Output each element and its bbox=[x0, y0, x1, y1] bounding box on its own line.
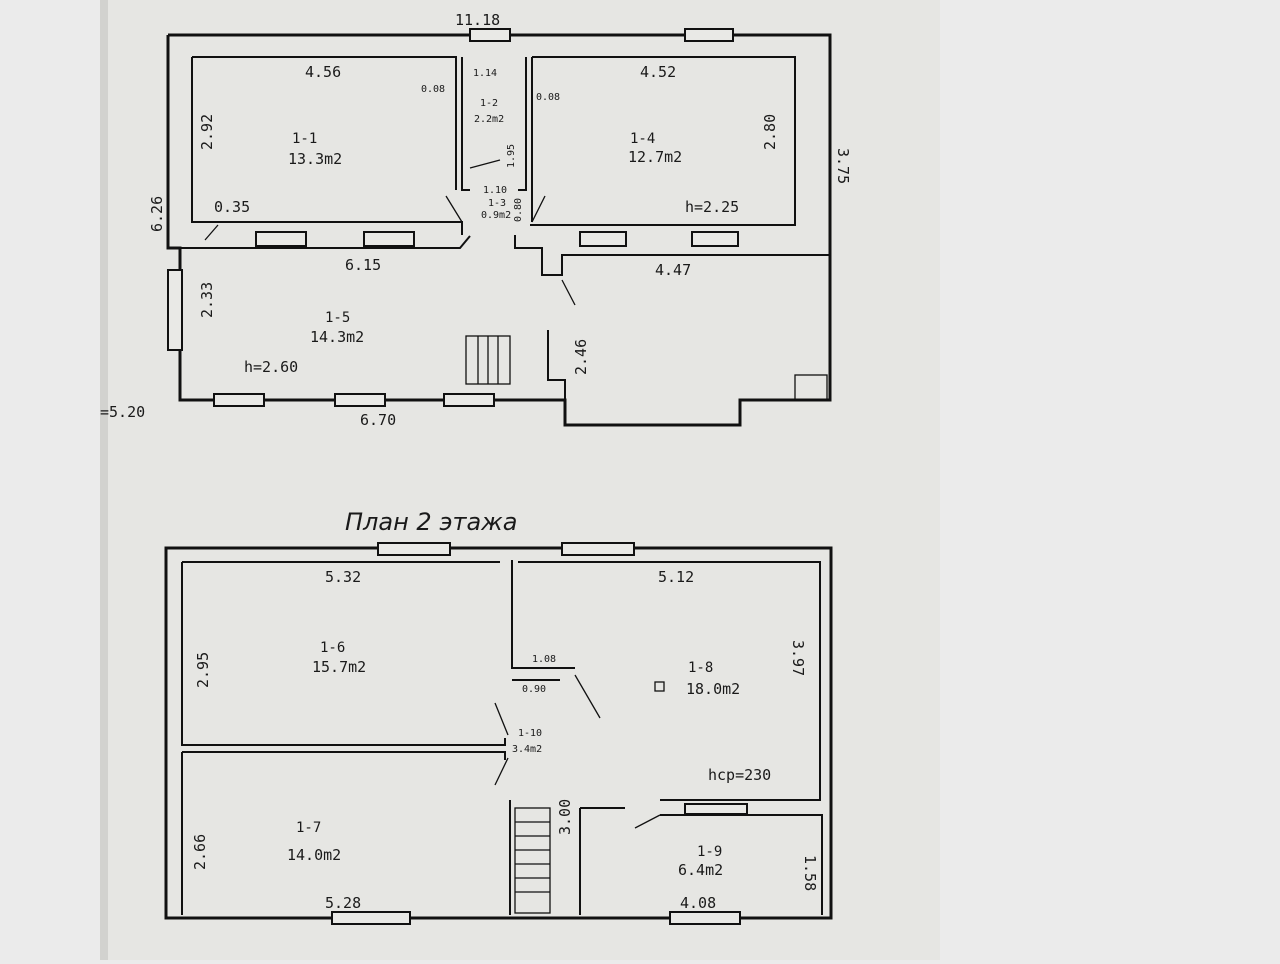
room-1-2-wall-left bbox=[461, 57, 470, 191]
room-1-1-wall-left bbox=[191, 57, 463, 235]
floor2-window bbox=[561, 542, 635, 556]
room-1-2-depth: 1.95 bbox=[506, 144, 517, 168]
room-1-7-height: 2.66 bbox=[191, 834, 209, 870]
room-1-1-id: 1-1 bbox=[292, 131, 317, 147]
room-1-8-left-wall bbox=[511, 560, 575, 669]
floor2-window bbox=[331, 911, 411, 925]
floor2-stair-depth: 3.00 bbox=[556, 799, 574, 835]
floor1-window bbox=[443, 393, 495, 407]
room-1-10-id: 1-10 bbox=[518, 728, 542, 739]
floor1-window bbox=[255, 231, 307, 247]
hall-top-wall bbox=[514, 235, 830, 276]
room-1-8-area: 18.0m2 bbox=[686, 680, 740, 698]
room-1-4-height: 2.80 bbox=[761, 114, 779, 150]
room-1-4-area: 12.7m2 bbox=[628, 148, 682, 166]
room-1-4-wall bbox=[530, 56, 796, 226]
floor1-window bbox=[691, 231, 739, 247]
floor1-right-depth: 3.75 bbox=[834, 148, 852, 184]
room-1-8-id: 1-8 bbox=[688, 660, 713, 676]
floor2-outer-wall bbox=[164, 546, 833, 920]
room-1-6-width: 5.32 bbox=[325, 568, 361, 586]
room-1-7-top-wall bbox=[182, 751, 506, 760]
room-1-6-height: 2.95 bbox=[194, 652, 212, 688]
room-1-4-id: 1-4 bbox=[630, 131, 655, 147]
floor1-closet bbox=[794, 374, 828, 401]
room-1-3-width: 1.10 bbox=[483, 185, 507, 196]
room-1-5-area: 14.3m2 bbox=[310, 328, 364, 346]
room-1-2-right-offset: 0.08 bbox=[536, 92, 560, 103]
room-1-9-height: 1.58 bbox=[801, 855, 819, 891]
floor-2-plan: 5.32 2.95 1-6 15.7m2 2.66 1-7 14.0m2 5.2… bbox=[164, 542, 833, 925]
room-1-5-id: 1-5 bbox=[325, 310, 350, 326]
hall-depth: 2.46 bbox=[572, 339, 590, 375]
room-1-1-width: 4.56 bbox=[305, 63, 341, 81]
paper-edge bbox=[100, 0, 108, 960]
floor2-window bbox=[669, 911, 741, 925]
floor1-window bbox=[363, 231, 415, 247]
floor1-window bbox=[579, 231, 627, 247]
room-1-2-id: 1-2 bbox=[480, 98, 498, 109]
room-1-1-height: 2.92 bbox=[198, 114, 216, 150]
room-1-7-id: 1-7 bbox=[296, 820, 321, 836]
room-1-6-wall bbox=[181, 562, 506, 746]
room-1-8-ceiling: hср=230 bbox=[708, 766, 771, 784]
room-1-7-area: 14.0m2 bbox=[287, 846, 341, 864]
room-1-1-area: 13.3m2 bbox=[288, 150, 342, 168]
room-1-5-ceiling: h=2.60 bbox=[244, 358, 298, 376]
room-1-6-id: 1-6 bbox=[320, 640, 345, 656]
hall-width: 4.47 bbox=[655, 261, 691, 279]
floor1-window bbox=[334, 393, 386, 407]
room-1-5-bottom-width: 6.70 bbox=[360, 411, 396, 429]
room-1-5-height: 2.33 bbox=[198, 282, 216, 318]
floor1-window bbox=[684, 28, 734, 42]
floor2-window bbox=[377, 542, 451, 556]
floor-1-plan: 11.18 6.26 3.75 =5.20 4.56 2.92 1-1 13.3… bbox=[100, 11, 852, 429]
room-1-7-width: 5.28 bbox=[325, 894, 361, 912]
wall-thickness: 0.35 bbox=[214, 198, 250, 216]
room-1-2-width: 1.14 bbox=[473, 68, 497, 79]
floor1-outer-wall bbox=[166, 33, 832, 427]
room-1-10-depth: 0.90 bbox=[522, 684, 546, 695]
room-1-8-width: 5.12 bbox=[658, 568, 694, 586]
room-1-9-area: 6.4m2 bbox=[678, 861, 723, 879]
floor1-window bbox=[213, 393, 265, 407]
floor2-stairs bbox=[514, 807, 551, 914]
room-1-10-width: 1.08 bbox=[532, 654, 556, 665]
room-1-5-top-wall bbox=[180, 235, 471, 249]
floor-2-title: План 2 этажа bbox=[345, 508, 518, 536]
room-1-2-left-offset: 0.08 bbox=[421, 84, 445, 95]
room-1-2-wall-right bbox=[518, 57, 527, 191]
room-1-2-area: 2.2m2 bbox=[474, 114, 504, 125]
floor1-overall-width: 11.18 bbox=[455, 11, 500, 29]
room-1-8-wall bbox=[518, 561, 821, 801]
room-1-4-width: 4.52 bbox=[640, 63, 676, 81]
stair-wall bbox=[547, 330, 566, 400]
room-1-6-area: 15.7m2 bbox=[312, 658, 366, 676]
room-1-4-ceiling: h=2.25 bbox=[685, 198, 739, 216]
floor2-window bbox=[684, 803, 748, 815]
room-1-3-id: 1-3 bbox=[488, 198, 506, 209]
room-1-9-id: 1-9 bbox=[697, 844, 722, 860]
room-1-8-height: 3.97 bbox=[789, 640, 807, 676]
room-1-3-depth: 0.80 bbox=[513, 198, 524, 222]
room-1-1-wall bbox=[192, 56, 457, 190]
floor1-window bbox=[469, 28, 511, 42]
room-1-10-area: 3.4m2 bbox=[512, 744, 542, 755]
floor2-column bbox=[654, 681, 665, 692]
room-1-3-area: 0.9m2 bbox=[481, 210, 511, 221]
floor1-window bbox=[167, 269, 183, 351]
room-1-5-width: 6.15 bbox=[345, 256, 381, 274]
floor1-bottom-left-dim: =5.20 bbox=[100, 403, 145, 421]
floor1-overall-depth: 6.26 bbox=[148, 196, 166, 232]
room-1-9-width: 4.08 bbox=[680, 894, 716, 912]
